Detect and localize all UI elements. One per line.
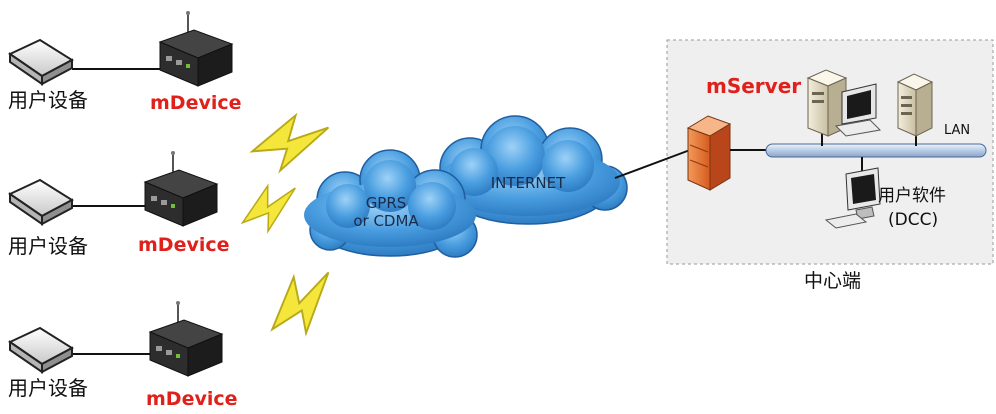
mdevice-icon-3	[149, 300, 223, 377]
internet-cloud-label: INTERNET	[490, 174, 566, 192]
mserver-workstation-icon	[806, 69, 882, 146]
user-software-label: 用户软件	[878, 186, 946, 206]
user-device-icon-3	[9, 327, 73, 373]
gprs-cloud-label-line1: GPRS	[365, 194, 407, 212]
mdevice-label-3: mDevice	[146, 388, 238, 410]
internet-cloud-icon	[436, 115, 628, 225]
wireless-bolt-icon-1	[249, 109, 331, 178]
mdevice-icon-1	[159, 10, 233, 87]
user-device-icon-1	[9, 39, 73, 85]
gprs-cloud-icon	[304, 149, 478, 258]
mdevice-label-2: mDevice	[138, 234, 230, 256]
server-tower-icon	[896, 73, 934, 146]
mdevice-label-1: mDevice	[150, 92, 242, 114]
user-device-label-2: 用户设备	[8, 234, 88, 258]
link-cloud-firewall	[614, 149, 691, 179]
user-device-icon-2	[9, 179, 73, 225]
wireless-bolt-icon-3	[257, 264, 347, 345]
gprs-cloud-label-line2: or CDMA	[353, 212, 419, 230]
user-device-label-1: 用户设备	[8, 88, 88, 112]
wireless-bolt-icon-2	[237, 181, 302, 236]
center-title-label: 中心端	[804, 270, 862, 292]
lan-bus-icon	[730, 143, 987, 158]
dcc-label: (DCC)	[888, 210, 939, 230]
firewall-icon	[686, 115, 732, 191]
mdevice-icon-2	[144, 150, 218, 227]
lan-label: LAN	[944, 123, 971, 138]
user-device-label-3: 用户设备	[8, 376, 88, 400]
client-pc-icon	[824, 157, 881, 229]
mserver-label: mServer	[706, 74, 802, 98]
